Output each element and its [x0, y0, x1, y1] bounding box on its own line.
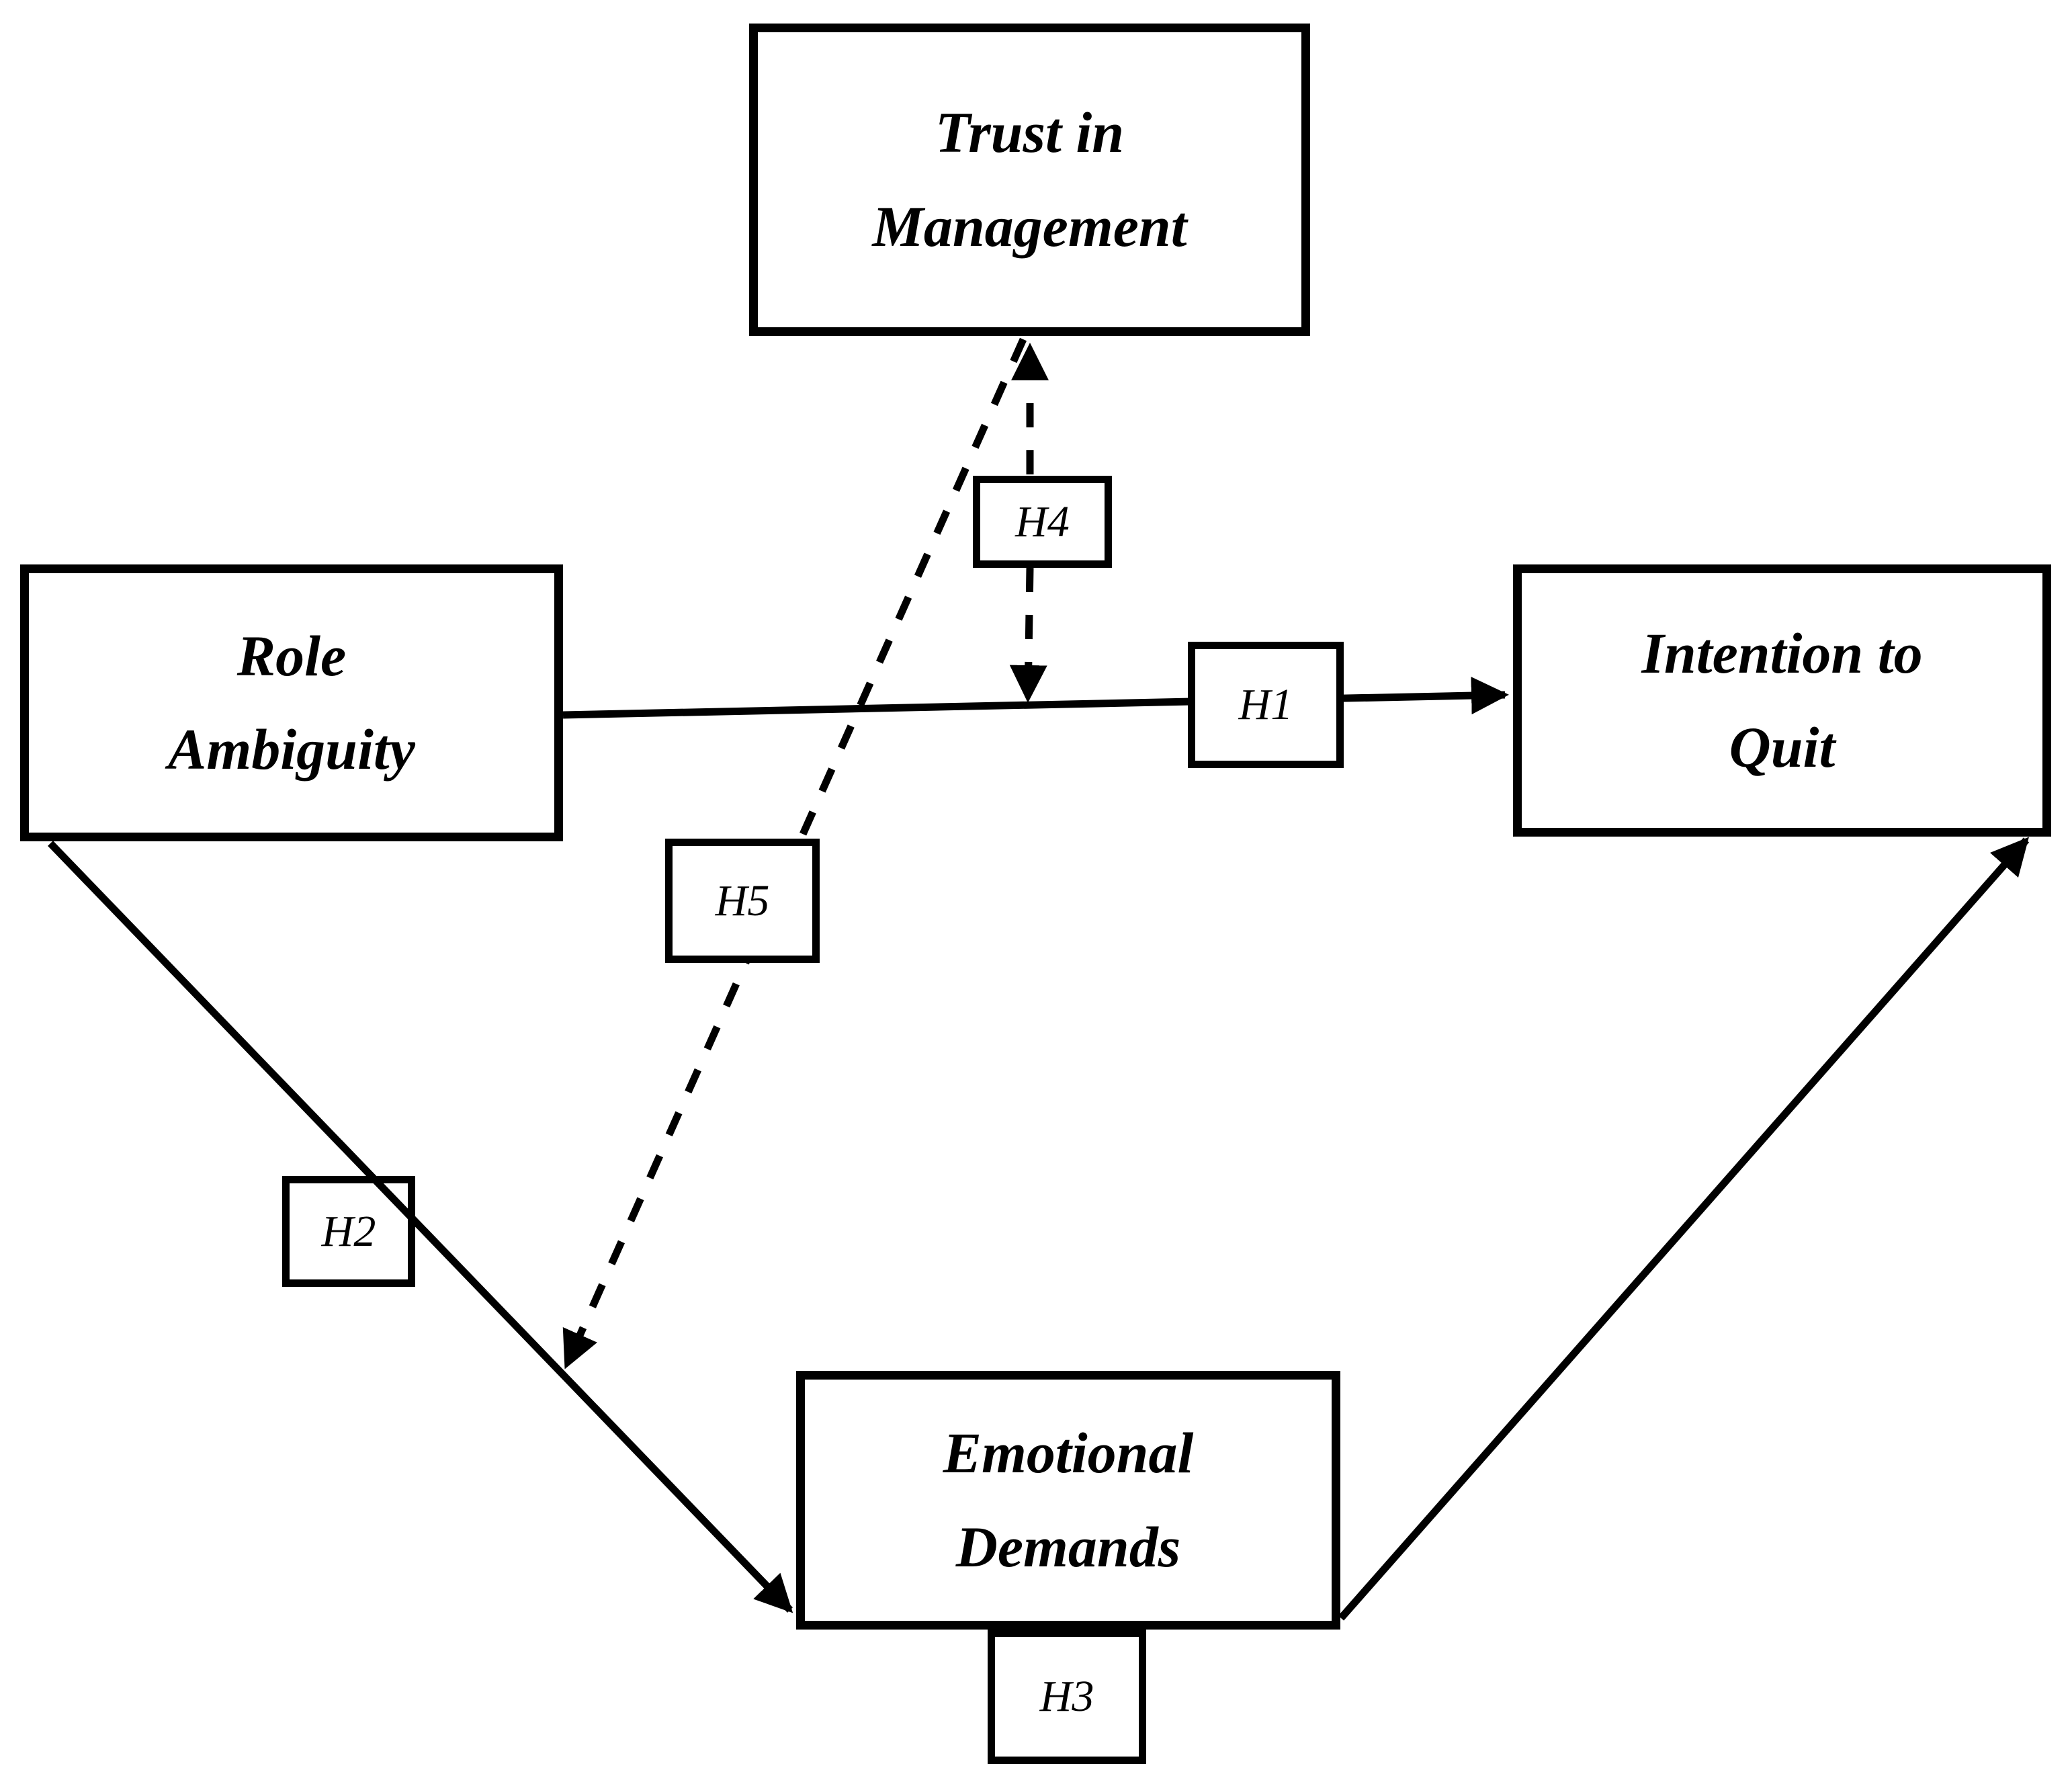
node-emotional-demands: Emotional Demands — [796, 1371, 1340, 1630]
node-label-trust-in-management: Trust in Management — [872, 100, 1187, 259]
hypothesis-label-h2: H2 — [321, 1206, 376, 1256]
arrow-h2-line — [48, 841, 793, 1613]
label-box-h3: H3 — [988, 1630, 1146, 1764]
arrow-h3-line — [1338, 837, 2030, 1621]
label-box-h5: H5 — [665, 839, 820, 963]
label-box-h4: H4 — [973, 476, 1112, 568]
node-label-intention-to-quit: Intention to Quit — [1641, 621, 1923, 779]
node-label-emotional-demands: Emotional Demands — [943, 1421, 1194, 1579]
hypothesis-label-h3: H3 — [1039, 1672, 1094, 1721]
hypothesis-label-h4: H4 — [1015, 497, 1070, 546]
arrow-h4-lower-dashed-line — [1009, 567, 1047, 703]
arrow-h1-line — [562, 677, 1509, 719]
node-intention-to-quit: Intention to Quit — [1513, 564, 2051, 837]
hypothesis-label-h5: H5 — [715, 876, 770, 925]
node-role-ambiguity: Role Ambiguity — [20, 564, 563, 841]
hypothesis-label-h1: H1 — [1238, 680, 1293, 729]
label-box-h1: H1 — [1188, 642, 1344, 768]
node-trust-in-management: Trust in Management — [749, 24, 1310, 336]
node-label-role-ambiguity: Role Ambiguity — [168, 623, 415, 782]
